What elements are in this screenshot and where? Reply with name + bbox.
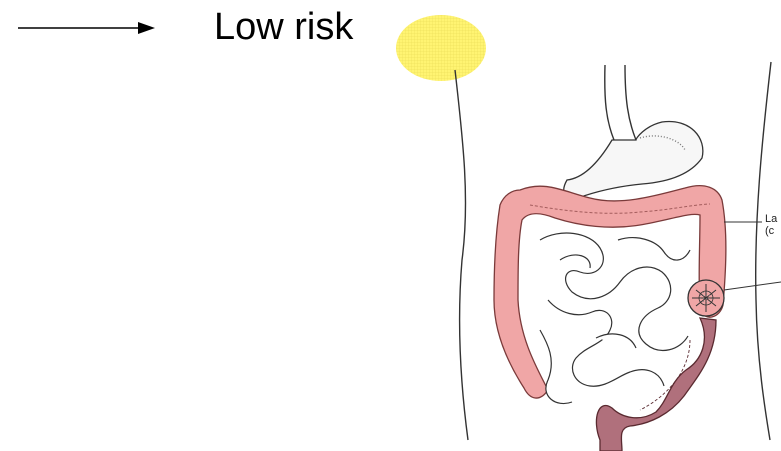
callout-label-line1: La [765,214,777,225]
torso-left-outline [455,70,468,440]
callout-line-bottom [724,282,781,290]
small-intestine [540,233,690,404]
esophagus [605,65,636,140]
highlight-ellipse [396,15,486,81]
abdominal-anatomy-illustration [455,62,781,451]
right-arrow-icon [18,22,155,34]
callout-label-line2: (c [765,226,774,237]
torso-right-outline [756,62,771,440]
slide-heading: Low risk [214,8,353,46]
tumor-lesion [688,280,724,316]
